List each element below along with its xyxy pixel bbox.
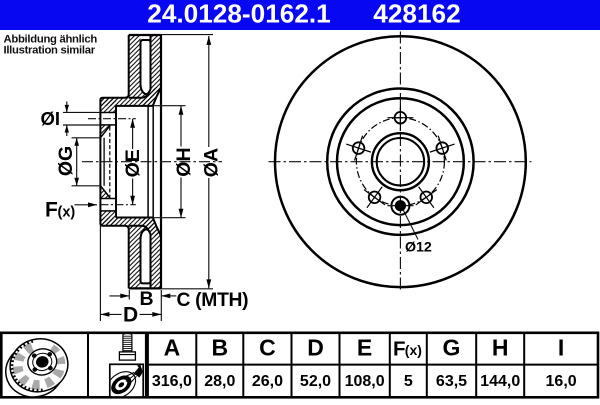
svg-text:63,5: 63,5 — [436, 373, 467, 390]
svg-text:26,0: 26,0 — [252, 373, 283, 390]
svg-text:E: E — [357, 334, 372, 360]
svg-text:24.0128-0162.1: 24.0128-0162.1 — [147, 0, 330, 28]
svg-text:B: B — [139, 288, 153, 310]
svg-text:D: D — [307, 334, 324, 360]
svg-text:ØE: ØE — [122, 149, 144, 177]
svg-text:52,0: 52,0 — [300, 373, 331, 390]
svg-text:16,0: 16,0 — [546, 373, 577, 390]
svg-text:(x): (x) — [58, 204, 76, 220]
svg-text:ØI: ØI — [41, 108, 61, 129]
svg-text:C: C — [259, 334, 276, 360]
svg-text:ØH: ØH — [173, 147, 195, 176]
svg-text:F: F — [393, 337, 406, 360]
svg-text:108,0: 108,0 — [345, 373, 385, 390]
svg-text:B: B — [211, 334, 228, 360]
svg-text:G: G — [443, 334, 461, 360]
svg-text:H: H — [492, 334, 509, 360]
svg-text:428162: 428162 — [373, 0, 460, 28]
svg-text:(x): (x) — [405, 342, 422, 358]
svg-text:316,0: 316,0 — [152, 373, 192, 390]
svg-text:Ø12: Ø12 — [405, 240, 432, 256]
svg-text:ØG: ØG — [55, 146, 77, 176]
svg-text:ØA: ØA — [201, 148, 223, 177]
svg-text:A: A — [164, 334, 181, 360]
svg-text:D: D — [123, 304, 138, 327]
svg-text:I: I — [558, 334, 564, 360]
svg-text:C (MTH): C (MTH) — [177, 290, 249, 311]
svg-text:5: 5 — [404, 373, 413, 390]
svg-text:Illustration similar: Illustration similar — [4, 44, 96, 56]
svg-text:Abbildung ähnlich: Abbildung ähnlich — [4, 34, 98, 46]
svg-text:F: F — [45, 199, 58, 222]
svg-text:28,0: 28,0 — [204, 373, 235, 390]
svg-text:144,0: 144,0 — [480, 373, 520, 390]
